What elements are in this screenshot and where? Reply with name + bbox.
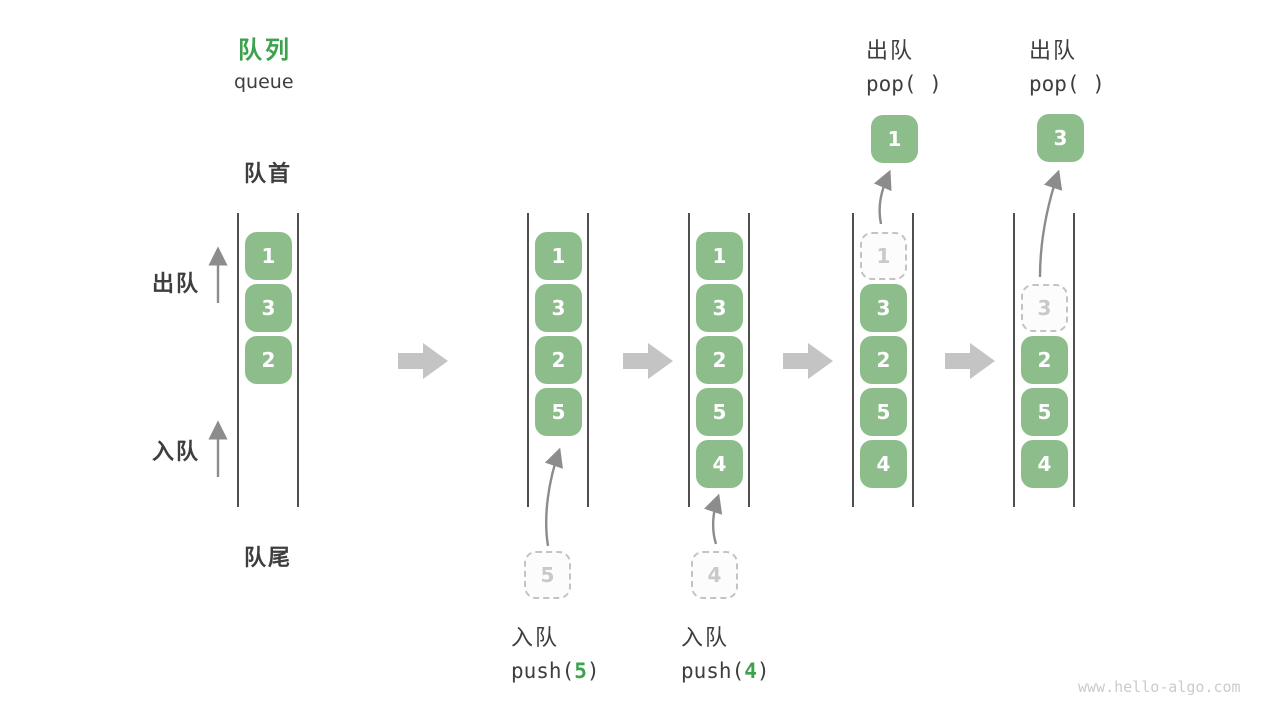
queue-state-2: 1 3 2 5 bbox=[527, 213, 589, 507]
queue-state-3: 1 3 2 5 4 bbox=[688, 213, 750, 507]
diagram-subtitle: queue bbox=[234, 71, 294, 93]
enqueue-label: 入队 bbox=[681, 626, 730, 651]
queue-element: 5 bbox=[696, 388, 743, 436]
queue-element-removed: 3 bbox=[1021, 284, 1068, 332]
pop-op-label: 出队 pop( ) bbox=[1029, 33, 1105, 96]
queue-element: 2 bbox=[696, 336, 743, 384]
queue-element: 5 bbox=[535, 388, 582, 436]
push-arg: 4 bbox=[744, 659, 757, 683]
queue-rear-label: 队尾 bbox=[244, 546, 293, 571]
push-arg: 5 bbox=[574, 659, 587, 683]
queue-element: 2 bbox=[535, 336, 582, 384]
dequeue-direction-label: 出队 bbox=[152, 272, 201, 297]
diagram-title: 队列 bbox=[238, 36, 292, 64]
enqueue-label: 入队 bbox=[511, 626, 560, 651]
popped-element: 1 bbox=[871, 115, 918, 163]
queue-element: 4 bbox=[860, 440, 907, 488]
queue-element: 4 bbox=[696, 440, 743, 488]
queue-element: 3 bbox=[535, 284, 582, 332]
queue-state-5: 3 2 5 4 bbox=[1013, 213, 1075, 507]
pop-op-label: 出队 pop( ) bbox=[866, 33, 942, 96]
queue-state-1: 1 3 2 bbox=[237, 213, 299, 507]
dequeue-label: 出队 bbox=[1029, 39, 1078, 64]
queue-element: 2 bbox=[1021, 336, 1068, 384]
push-call-label: push(5) bbox=[511, 659, 600, 683]
queue-element: 5 bbox=[1021, 388, 1068, 436]
queue-element: 2 bbox=[245, 336, 292, 384]
dequeue-label: 出队 bbox=[866, 39, 915, 64]
next-step-arrow-icon bbox=[623, 343, 673, 379]
queue-state-4: 1 3 2 5 4 bbox=[852, 213, 914, 507]
push-op-label: 入队 push(5) bbox=[511, 620, 600, 683]
enqueue-direction-label: 入队 bbox=[152, 440, 201, 465]
push-call-label: push(4) bbox=[681, 659, 770, 683]
next-step-arrow-icon bbox=[945, 343, 995, 379]
queue-element: 5 bbox=[860, 388, 907, 436]
push-op-label: 入队 push(4) bbox=[681, 620, 770, 683]
watermark: www.hello-algo.com bbox=[1078, 678, 1241, 696]
staged-element: 5 bbox=[524, 551, 571, 599]
pop-call-label: pop( ) bbox=[866, 72, 942, 96]
staged-element: 4 bbox=[691, 551, 738, 599]
queue-element: 3 bbox=[696, 284, 743, 332]
queue-element: 1 bbox=[696, 232, 743, 280]
pop-call-label: pop( ) bbox=[1029, 72, 1105, 96]
queue-element-removed: 1 bbox=[860, 232, 907, 280]
next-step-arrow-icon bbox=[783, 343, 833, 379]
queue-front-label: 队首 bbox=[244, 162, 293, 187]
queue-element: 4 bbox=[1021, 440, 1068, 488]
queue-element: 3 bbox=[860, 284, 907, 332]
popped-element: 3 bbox=[1037, 114, 1084, 162]
queue-element: 2 bbox=[860, 336, 907, 384]
next-step-arrow-icon bbox=[398, 343, 448, 379]
queue-element: 1 bbox=[535, 232, 582, 280]
queue-element: 1 bbox=[245, 232, 292, 280]
queue-element: 3 bbox=[245, 284, 292, 332]
